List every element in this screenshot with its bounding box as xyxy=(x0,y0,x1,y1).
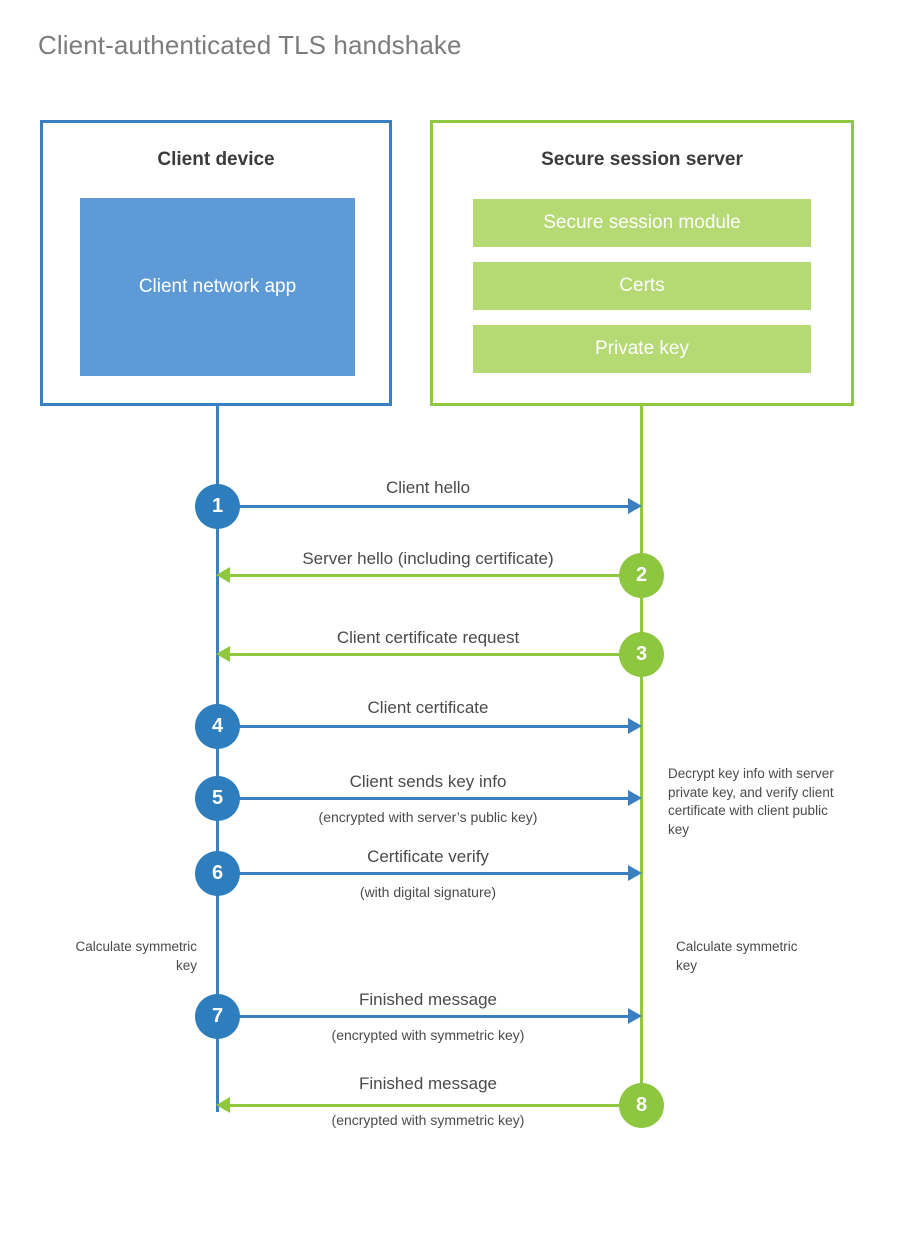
server-bar-secure-session-module: Secure session module xyxy=(473,199,811,247)
client-network-app-block: Client network app xyxy=(80,198,355,376)
step-3-arrow-line xyxy=(228,653,632,656)
server-bar-private-key: Private key xyxy=(473,325,811,373)
server-decrypt-note: Decrypt key info with server private key… xyxy=(668,766,834,837)
step-8-arrow-head xyxy=(216,1097,230,1113)
step-6-arrow-line xyxy=(218,872,630,875)
client-device-box: Client device Client network app xyxy=(40,120,392,406)
step-3-label: Client certificate request xyxy=(336,628,520,647)
step-7-arrow-head xyxy=(628,1008,642,1024)
step-8-arrow-line xyxy=(228,1104,632,1107)
client-lifeline xyxy=(216,406,219,1112)
step-7-label: Finished message xyxy=(359,990,497,1009)
step-3-arrow-head xyxy=(216,646,230,662)
client-device-title: Client device xyxy=(157,149,275,170)
step-1-arrow-head xyxy=(628,498,642,514)
step-3-marker[interactable]: 3 xyxy=(619,632,664,677)
step-5-arrow-line xyxy=(218,797,630,800)
step-1-arrow-line xyxy=(218,505,630,508)
step-7-arrow-line xyxy=(218,1015,630,1018)
client-calculate-note: Calculate symmetric key xyxy=(75,939,197,973)
step-8-label: Finished message xyxy=(359,1074,497,1093)
secure-session-server-title: Secure session server xyxy=(541,149,743,170)
step-6-label: Certificate verify xyxy=(367,847,489,866)
step-8-sublabel: (encrypted with symmetric key) xyxy=(331,1112,525,1128)
secure-session-server-box: Secure session server Secure session mod… xyxy=(430,120,854,406)
step-2-arrow-line xyxy=(228,574,632,577)
step-5-marker[interactable]: 5 xyxy=(195,776,240,821)
server-lifeline xyxy=(640,406,643,1106)
step-2-marker[interactable]: 2 xyxy=(619,553,664,598)
step-6-sublabel: (with digital signature) xyxy=(359,884,497,900)
step-7-marker[interactable]: 7 xyxy=(195,994,240,1039)
step-8-marker[interactable]: 8 xyxy=(619,1083,664,1128)
step-5-label: Client sends key info xyxy=(349,772,507,791)
step-7-sublabel: (encrypted with symmetric key) xyxy=(331,1027,525,1043)
step-4-arrow-line xyxy=(218,725,630,728)
step-2-label: Server hello (including certificate) xyxy=(302,549,554,568)
step-2-arrow-head xyxy=(216,567,230,583)
page-title: Client-authenticated TLS handshake xyxy=(38,30,462,60)
step-1-label: Client hello xyxy=(385,478,471,497)
step-4-marker[interactable]: 4 xyxy=(195,704,240,749)
step-4-arrow-head xyxy=(628,718,642,734)
step-1-marker[interactable]: 1 xyxy=(195,484,240,529)
step-6-arrow-head xyxy=(628,865,642,881)
step-6-marker[interactable]: 6 xyxy=(195,851,240,896)
server-bar-certs: Certs xyxy=(473,262,811,310)
step-5-sublabel: (encrypted with server’s public key) xyxy=(318,809,538,825)
step-5-arrow-head xyxy=(628,790,642,806)
step-4-label: Client certificate xyxy=(367,698,489,717)
server-calculate-note: Calculate symmetric key xyxy=(676,939,798,973)
